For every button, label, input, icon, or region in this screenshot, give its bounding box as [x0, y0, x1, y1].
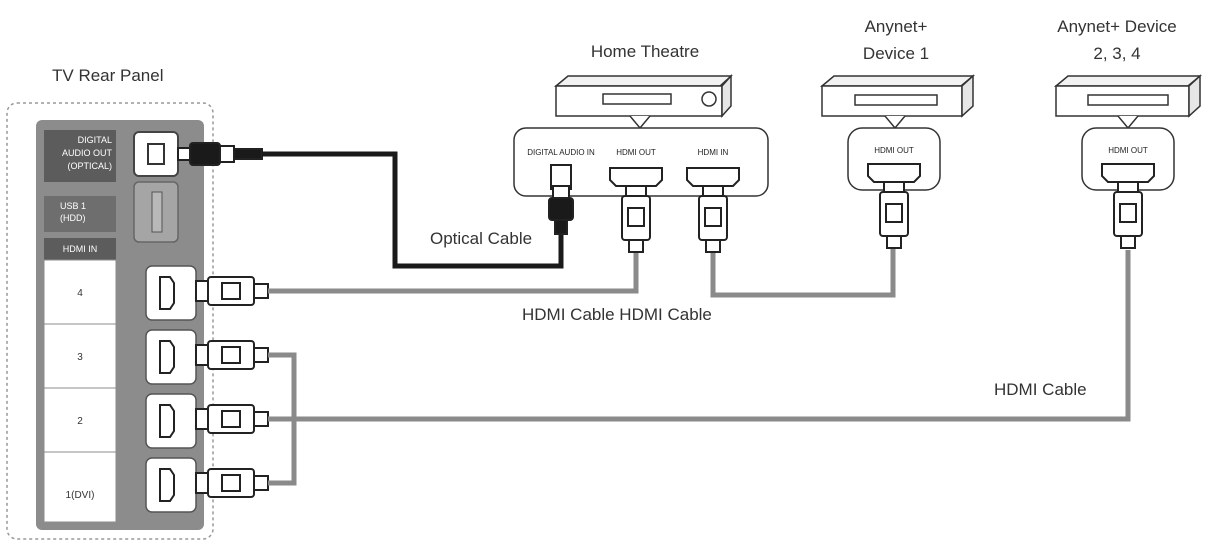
cables — [262, 151, 1131, 486]
hdmi-slot-1 — [43, 451, 117, 523]
anynet-device-1: HDMI OUT — [819, 74, 976, 191]
plug-device1 — [879, 181, 909, 249]
anynet-device1-title-line1: Anynet+ — [864, 17, 928, 36]
cable-hdmi3-hdmi1-loop — [268, 352, 297, 486]
home-theatre-title: Home Theatre — [590, 42, 700, 61]
optical-cable-label: Optical Cable — [430, 229, 533, 248]
plug-hdmi2 — [195, 404, 269, 434]
hdmi-slot-labels: 4 3 2 1(DVI) — [43, 259, 117, 523]
plug-hdmi4 — [195, 276, 269, 306]
plug-optical-tv — [177, 142, 263, 166]
anynet-device234-title-line2: 2, 3, 4 — [1093, 44, 1141, 63]
hdmi-slot-4 — [43, 259, 117, 325]
tv-rear-panel: DIGITAL AUDIO OUT (OPTICAL) USB 1 (HDD) … — [6, 102, 214, 540]
hdmi-slot-2-label: 2 — [77, 416, 83, 427]
ht-digital-audio-in-label: DIGITAL AUDIO IN — [527, 148, 595, 157]
tv-hdmi-ports — [145, 265, 197, 513]
ht-hdmi-in-port — [686, 167, 740, 187]
plug-hdmi3 — [195, 340, 269, 370]
hdmi-slot-4-label: 4 — [77, 288, 83, 299]
tv-rear-panel-title: TV Rear Panel — [52, 66, 164, 85]
digital-audio-out-label-1: DIGITAL — [78, 135, 112, 145]
hdmi-cable-right-label: HDMI Cable — [994, 380, 1087, 399]
cable-ht-to-device1 — [710, 246, 896, 298]
device1-hdmi-port — [867, 163, 921, 183]
cable-hdmi2-to-device234 — [268, 250, 1131, 422]
hdmi-slot-2 — [43, 387, 117, 453]
ht-hdmi-out-label: HDMI OUT — [616, 148, 656, 157]
hdmi-slot-3-label: 3 — [77, 352, 83, 363]
anynet-device1-title-line2: Device 1 — [862, 44, 930, 63]
tv-hdmi-plugs — [195, 276, 269, 498]
device234-hdmi-port — [1101, 163, 1155, 183]
anynet-device234-title-line1: Anynet+ Device — [1057, 17, 1177, 36]
device234-hdmi-out-label: HDMI OUT — [1108, 146, 1148, 155]
ht-hdmi-in-label: HDMI IN — [698, 148, 729, 157]
home-theatre: DIGITAL AUDIO IN HDMI OUT HDMI IN — [513, 74, 769, 197]
cable-hdmi4-to-ht — [268, 250, 639, 294]
plug-hdmi1 — [195, 468, 269, 498]
digital-audio-out-label-3: (OPTICAL) — [67, 161, 112, 171]
plug-ht-hdmi-out — [621, 185, 651, 253]
hdmi-cable-pair-label: HDMI Cable HDMI Cable — [522, 305, 712, 324]
usb-box — [44, 196, 116, 232]
anynet-device-234: HDMI OUT — [1053, 74, 1203, 191]
tv-panel-outline — [6, 102, 214, 540]
usb-label-1: USB 1 — [60, 201, 86, 211]
ht-hdmi-out-port — [609, 167, 663, 187]
optical-cable — [262, 151, 564, 269]
hdmi-slot-1-label: 1(DVI) — [66, 490, 95, 501]
digital-audio-out-box — [44, 130, 116, 182]
digital-audio-out-label-2: AUDIO OUT — [62, 148, 113, 158]
hdmi-in-header: HDMI IN — [63, 244, 98, 254]
plug-optical-ht — [548, 185, 574, 235]
hdmi-in-header-box — [44, 238, 116, 260]
usb-label-2: (HDD) — [60, 213, 86, 223]
ht-plugs — [548, 185, 728, 253]
plug-device234 — [1113, 181, 1143, 249]
hdmi-slot-3 — [43, 323, 117, 389]
device1-hdmi-out-label: HDMI OUT — [874, 146, 914, 155]
plug-ht-hdmi-in — [698, 185, 728, 253]
